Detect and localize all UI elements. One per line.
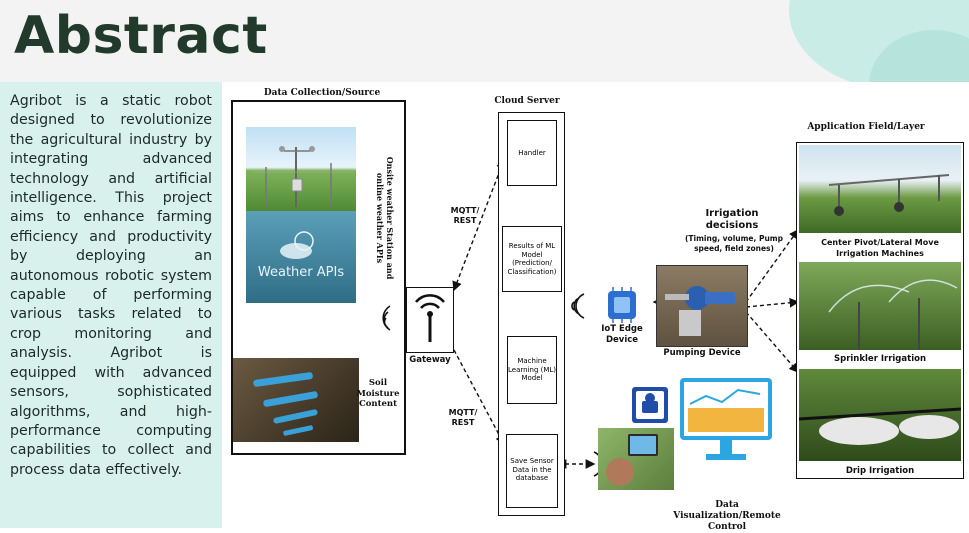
sprinkler-label: Sprinkler Irrigation (834, 354, 926, 364)
data-collection-heading: Data Collection/Source (263, 88, 381, 98)
soil-sensors-illustration (253, 372, 318, 436)
wifi-antenna-icon (415, 294, 445, 342)
abstract-text: Agribot is a static robot designed to re… (10, 93, 212, 478)
drip-irrigation-photo (799, 369, 961, 461)
monitor-icon (680, 378, 772, 460)
drip-illustration (799, 407, 961, 445)
weather-station-photo (246, 127, 356, 211)
iot-edge-device-icon (604, 287, 640, 323)
save-sensor-data-box: Save Sensor Data in the database (506, 434, 558, 508)
handler-box: Handler (507, 120, 557, 186)
irrigation-decisions-detail: (Timing, volume, Pump speed, field zones… (684, 234, 783, 253)
data-visualization-label: Data Visualization/Remote Control (673, 500, 781, 532)
center-pivot-photo (799, 145, 961, 233)
irrigation-decisions-title: Irrigation decisions (705, 208, 759, 231)
soil-sensors-photo (233, 358, 359, 442)
weather-apis-image: Weather APIs (246, 211, 356, 303)
monitor-dashboard-icon (676, 374, 776, 466)
pumping-device-label: Pumping Device (663, 348, 741, 358)
application-field-heading: Application Field/Layer (807, 122, 925, 132)
android-app-icon (630, 385, 670, 425)
pumping-device-photo (656, 265, 748, 347)
iot-edge-device-label: IoT Edge Device (601, 324, 643, 345)
page-title: Abstract (14, 6, 268, 66)
tablet-illustration (606, 434, 658, 486)
tablet-user-photo (598, 428, 674, 490)
android-icon (632, 387, 668, 423)
gateway-label: Gateway (409, 355, 451, 365)
ml-results-box: Results of ML Model (Prediction/ Classif… (502, 226, 562, 292)
center-pivot-label: Center Pivot/Lateral Move Irrigation Mac… (821, 238, 939, 258)
cloud-server-heading: Cloud Server (494, 96, 560, 106)
weather-apis-text: Weather APIs (257, 265, 345, 280)
gateway-box (406, 287, 454, 353)
weather-station-label: Onsite weather Station and online weathe… (375, 156, 395, 280)
abstract-panel (0, 82, 222, 528)
pump-illustration (665, 286, 735, 336)
chip-icon (608, 287, 636, 323)
sprinkler-illustration (828, 279, 958, 350)
sprinkler-photo (799, 262, 961, 350)
protocol-label-top: MQTT/ REST (450, 206, 480, 225)
cloud-sun-icon (280, 231, 314, 259)
center-pivot-illustration (828, 174, 950, 216)
drip-irrigation-label: Drip Irrigation (845, 466, 915, 476)
protocol-label-bottom: MQTT/ REST (448, 408, 478, 427)
ml-model-box: Machine Learning (ML) Model (507, 336, 557, 404)
soil-moisture-label: Soil Moisture Content (356, 378, 400, 409)
architecture-diagram: Data Collection/Source Weather APIs Onsi… (222, 82, 969, 532)
weather-station-illustration (254, 146, 354, 207)
